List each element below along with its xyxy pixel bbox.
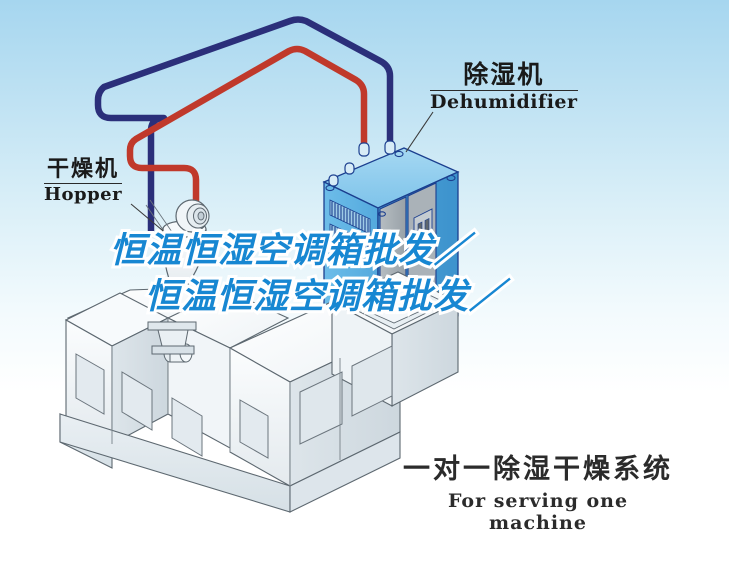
leader-line-dehumidifier bbox=[405, 111, 434, 153]
label-dehumidifier: 除湿机 Dehumidifier bbox=[430, 60, 578, 114]
label-dehumidifier-rule bbox=[430, 90, 578, 92]
molding-machine bbox=[59, 271, 460, 513]
leader-line-hopper bbox=[130, 203, 169, 236]
label-dehumidifier-en: Dehumidifier bbox=[430, 91, 578, 114]
feed-throat-flange bbox=[147, 321, 197, 355]
caption-en: For serving one machine bbox=[447, 489, 629, 534]
louver-vent-lower bbox=[329, 223, 371, 259]
access-panel-window bbox=[75, 353, 269, 459]
label-hopper-en: Hopper bbox=[44, 184, 123, 206]
caption-block: 一对一除湿干燥系统 For serving one machine bbox=[398, 455, 678, 534]
label-dehumidifier-cn: 除湿机 bbox=[463, 60, 545, 89]
label-hopper-rule bbox=[44, 183, 123, 185]
pipe-port-collar bbox=[328, 140, 396, 187]
pipe-return-dry-air bbox=[94, 16, 394, 239]
label-hopper: 干燥机 Hopper bbox=[44, 157, 123, 206]
louver-vent-upper bbox=[329, 199, 371, 235]
pipe-supply-hot-air bbox=[126, 45, 368, 254]
caption-cn: 一对一除湿干燥系统 bbox=[403, 454, 673, 485]
blower-motor bbox=[175, 199, 210, 233]
label-hopper-cn: 干燥机 bbox=[47, 157, 120, 182]
access-panel-window-right bbox=[299, 345, 393, 445]
control-panel bbox=[413, 208, 433, 250]
